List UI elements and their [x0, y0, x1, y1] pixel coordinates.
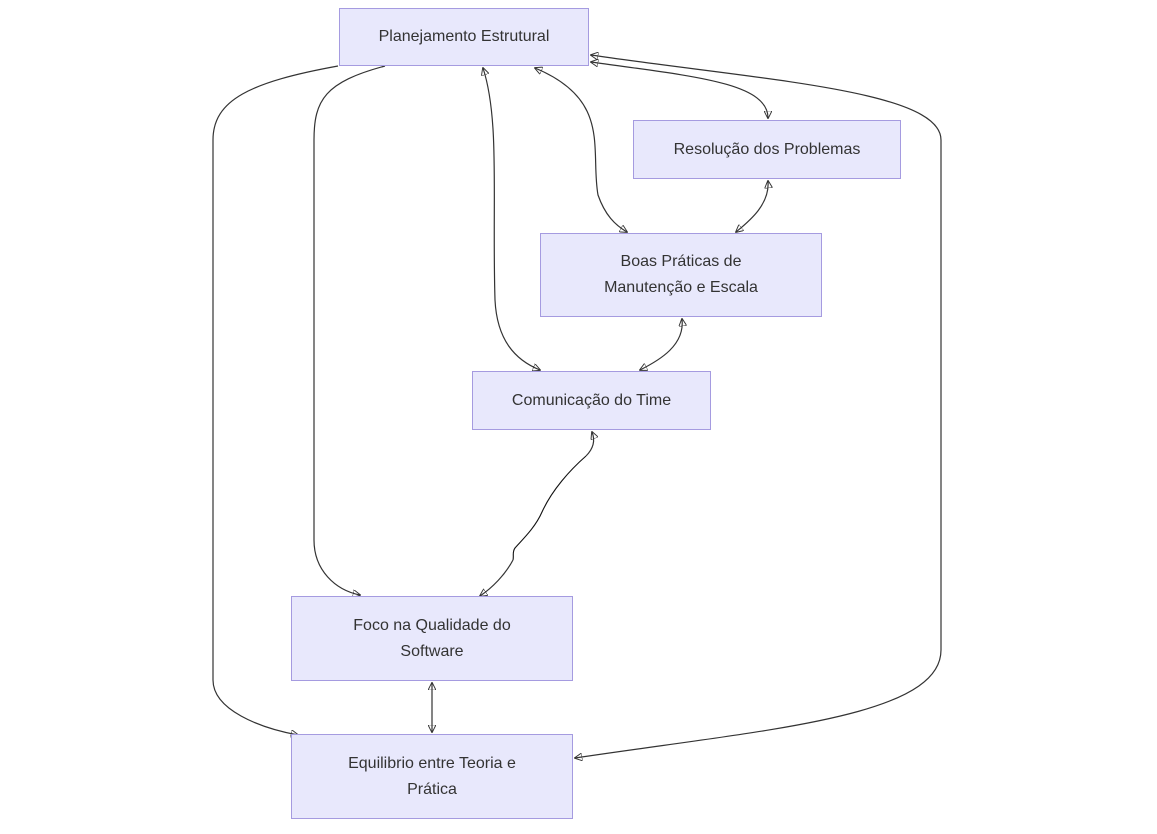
node-resolucao-dos-problemas: Resolução dos Problemas: [633, 120, 901, 179]
edge-planejamento-resolucao: [591, 62, 768, 118]
node-equilibrio-teoria-pratica-label: Equilibrio entre Teoria e Prática: [348, 754, 516, 798]
node-equilibrio-teoria-pratica: Equilibrio entre Teoria e Prática: [291, 734, 573, 819]
node-boas-praticas-label: Boas Práticas de Manutenção e Escala: [604, 253, 758, 296]
edge-planejamento-boas-praticas: [535, 68, 627, 232]
node-comunicacao-do-time-label: Comunicação do Time: [511, 391, 672, 409]
edge-planejamento-equilibrio: [212, 65, 339, 735]
node-planejamento-estrutural: Planejamento Estrutural: [339, 8, 589, 66]
edge-boas-praticas-comunicacao: [640, 319, 682, 370]
edge-comunicacao-foco-start: [585, 432, 594, 457]
edge-comunicacao-foco-handdrawn: [512, 455, 587, 561]
node-resolucao-dos-problemas-label: Resolução dos Problemas: [673, 140, 861, 158]
edge-resolucao-boas-praticas: [736, 181, 768, 232]
node-planejamento-estrutural-label: Planejamento Estrutural: [378, 28, 550, 45]
node-comunicacao-do-time: Comunicação do Time: [472, 371, 711, 430]
edge-equilibrio-planejamento: [575, 55, 942, 758]
node-foco-na-qualidade: Foco na Qualidade do Software: [291, 596, 573, 681]
edge-planejamento-foco: [313, 65, 386, 595]
edge-comunicacao-foco-end: [480, 559, 514, 596]
node-foco-na-qualidade-label: Foco na Qualidade do Software: [353, 616, 511, 660]
node-boas-praticas: Boas Práticas de Manutenção e Escala: [540, 233, 822, 317]
edge-planejamento-comunicacao: [483, 68, 540, 370]
